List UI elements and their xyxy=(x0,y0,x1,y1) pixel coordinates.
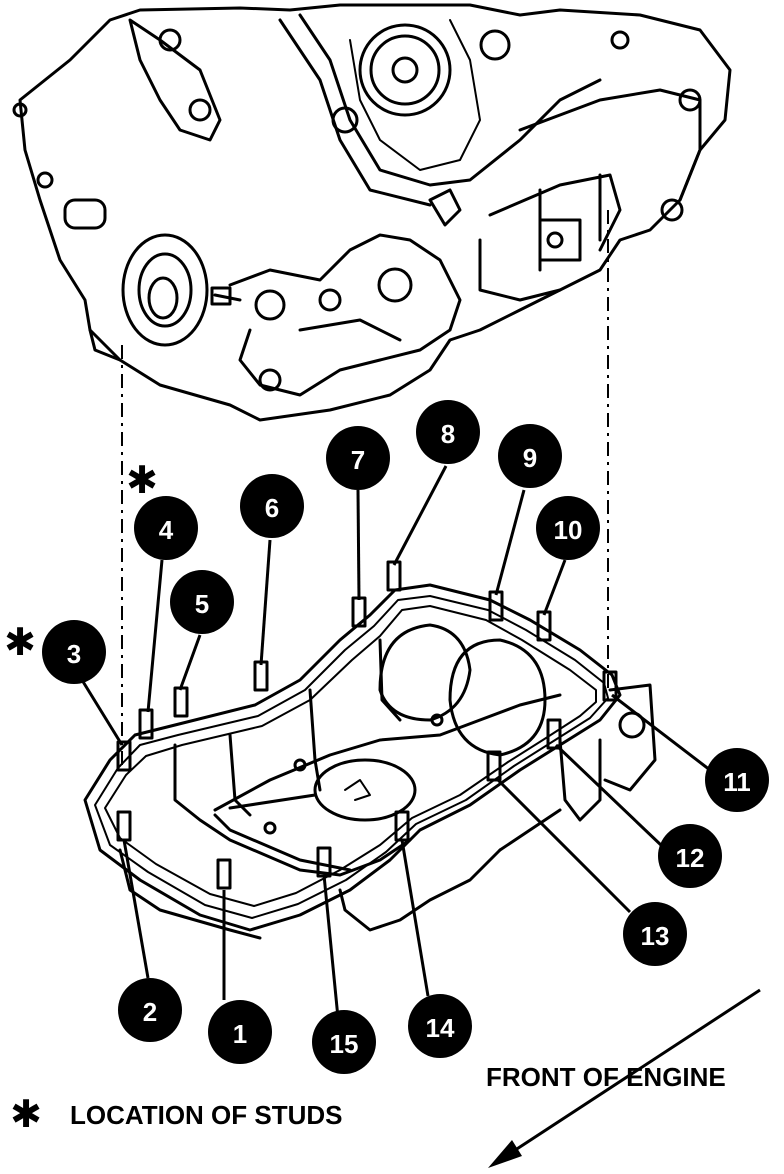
legend-label: LOCATION OF STUDS xyxy=(70,1100,343,1130)
callout-13-label: 13 xyxy=(641,921,670,951)
bolt-11 xyxy=(602,670,618,702)
front-of-engine-indicator: FRONT OF ENGINE xyxy=(486,988,761,1168)
legend: ✱ LOCATION OF STUDS xyxy=(10,1092,342,1136)
stud-marker-4: ✱ xyxy=(126,458,158,502)
callout-12: 12 xyxy=(658,824,722,888)
callout-15-label: 15 xyxy=(330,1029,359,1059)
bolt-5 xyxy=(173,686,189,718)
oil-pickup-ring xyxy=(228,758,417,822)
bolt-12 xyxy=(546,718,562,750)
legend-stud-marker-icon: ✱ xyxy=(10,1092,42,1136)
callout-4: 4 xyxy=(134,496,198,560)
front-of-engine-label: FRONT OF ENGINE xyxy=(486,1062,726,1092)
callout-1-label: 1 xyxy=(233,1019,247,1049)
callout-10: 10 xyxy=(536,496,600,560)
callout-10-label: 10 xyxy=(554,515,583,545)
callout-5-label: 5 xyxy=(195,589,209,619)
stud-marker-3: ✱ xyxy=(4,620,36,664)
bolt-13 xyxy=(486,750,502,782)
callout-4-label: 4 xyxy=(159,515,174,545)
callout-14: 14 xyxy=(408,994,472,1058)
oil-pan-illustration xyxy=(83,583,657,940)
callout-7: 7 xyxy=(326,426,390,490)
callout-9: 9 xyxy=(498,424,562,488)
callout-2: 2 xyxy=(118,978,182,1042)
callout-13: 13 xyxy=(623,902,687,966)
timing-sprocket xyxy=(349,19,481,171)
callout-bubbles: 1 2 3 4 5 6 7 8 9 10 11 12 13 14 15 xyxy=(42,400,769,1074)
front-direction-arrowhead-icon xyxy=(488,1140,522,1168)
callout-11-label: 11 xyxy=(723,767,751,797)
callout-2-label: 2 xyxy=(143,997,157,1027)
bolt-1 xyxy=(216,858,232,890)
bolt-4 xyxy=(138,708,154,740)
callout-6-label: 6 xyxy=(265,493,279,523)
crankshaft-seal xyxy=(121,233,209,347)
callout-9-label: 9 xyxy=(523,443,537,473)
callout-7-label: 7 xyxy=(351,445,365,475)
oil-pan-baffle-domes xyxy=(378,623,547,757)
callout-8-label: 8 xyxy=(441,419,455,449)
bolt-8 xyxy=(386,560,402,592)
callout-15: 15 xyxy=(312,1010,376,1074)
front-direction-arrow-shaft xyxy=(499,988,761,1162)
alignment-guide-lines xyxy=(121,210,609,770)
bolt-3 xyxy=(116,740,132,772)
callout-5: 5 xyxy=(170,570,234,634)
callout-12-label: 12 xyxy=(676,843,705,873)
callout-6: 6 xyxy=(240,474,304,538)
callout-8: 8 xyxy=(416,400,480,464)
oil-pump-housing xyxy=(210,188,462,397)
callout-3: 3 xyxy=(42,620,106,684)
callout-11: 11 xyxy=(705,748,769,812)
callout-3-label: 3 xyxy=(67,639,81,669)
callout-leader-lines xyxy=(80,465,711,1019)
callout-1: 1 xyxy=(208,1000,272,1064)
callout-14-label: 14 xyxy=(426,1013,455,1043)
engine-block-illustration xyxy=(12,3,732,422)
bolt-6 xyxy=(253,660,269,692)
